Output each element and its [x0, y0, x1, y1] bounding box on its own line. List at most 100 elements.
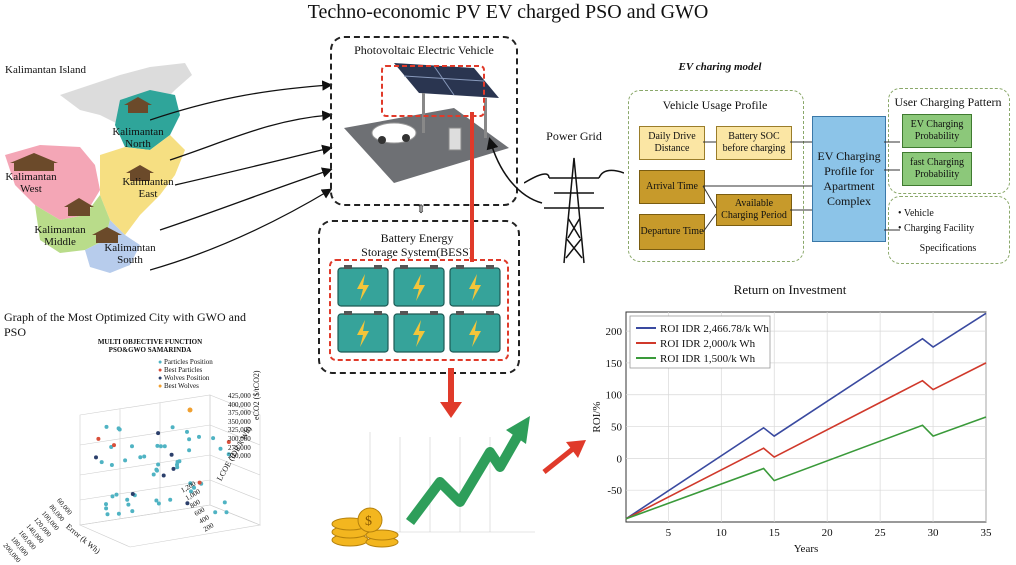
region-middle-label: Kalimantan Middle — [34, 224, 86, 248]
scatter-point — [105, 512, 110, 517]
spec-title: Specifications — [919, 243, 977, 254]
scatter-point — [154, 467, 159, 472]
roi-x-label: Years — [794, 543, 819, 555]
scatter-point — [116, 511, 121, 516]
y-tick-label: -50 — [607, 485, 622, 497]
scatter-point — [114, 492, 119, 497]
plot3d-z-label: eCO2 ($/tCO2) — [252, 370, 261, 420]
pylon-icon — [524, 157, 624, 264]
z-tick: 425,000 — [228, 392, 251, 400]
pv-ev-illustration — [344, 63, 509, 183]
z-tick: 275,000 — [228, 443, 251, 452]
z-tick: 250,000 — [228, 452, 251, 461]
scatter-point — [218, 446, 223, 451]
scatter-point — [185, 501, 190, 506]
spec-item-facility: • Charging Facility — [898, 223, 975, 234]
roi-series-line — [625, 312, 987, 520]
scatter-point — [112, 443, 116, 448]
spec-item-vehicle: • Vehicle — [898, 208, 934, 219]
scatter-point — [109, 445, 114, 449]
bess-cells — [329, 259, 509, 361]
battery-terminal — [456, 265, 464, 269]
lightning-icon — [469, 274, 481, 301]
battery-terminal — [344, 311, 352, 315]
scatter-point — [170, 425, 175, 430]
roi-title: Return on Investment — [733, 282, 847, 297]
scatter-point — [197, 480, 202, 485]
grid-to-station-arrow — [486, 137, 543, 204]
scatter-point — [94, 455, 98, 460]
z-tick: 325,000 — [228, 426, 251, 435]
scatter-point — [156, 462, 161, 467]
roi-y-label: ROI/% — [591, 401, 603, 432]
battery-terminal — [344, 265, 352, 269]
scatter-point — [168, 497, 173, 502]
scatter-point — [224, 510, 229, 515]
pv-ev-label: Photovoltaic Electric Vehicle — [354, 43, 494, 57]
battery-cell — [393, 265, 445, 307]
scatter-point — [104, 506, 109, 511]
x-tick-label: 10 — [716, 527, 728, 539]
x-tick-label: 35 — [981, 527, 993, 539]
ev-profile-box: EV Charging Profile for Apartment Comple… — [812, 116, 886, 242]
arrival-time-box: Arrival Time — [639, 170, 705, 204]
battery-terminal — [430, 311, 438, 315]
scatter-point — [187, 448, 192, 453]
scatter-point — [226, 440, 231, 444]
scatter-point — [130, 444, 134, 449]
x-tick-label: 25 — [875, 527, 887, 539]
map-to-pv-arrows — [150, 80, 333, 271]
scatter-point — [126, 502, 131, 507]
legend-best-wolves: Best Wolves — [163, 382, 199, 390]
spec-item2-text: Charging Facility — [904, 223, 975, 234]
lightning-icon — [357, 320, 369, 347]
scatter-point — [156, 501, 161, 506]
scatter-point — [104, 424, 109, 429]
to-roi-arrow — [542, 440, 586, 474]
plot3d-title-1: MULTI OBJECTIVE FUNCTION — [97, 338, 203, 346]
spec-item1-text: Vehicle — [903, 208, 934, 219]
bess-box — [318, 220, 520, 374]
battery-terminal — [400, 265, 408, 269]
main-title: Techno-economic PV EV charged PSO and GW… — [307, 1, 709, 23]
svg-text:$: $ — [365, 514, 372, 529]
scatter-point — [154, 498, 159, 503]
roi-legend-label: ROI IDR 1,500/k Wh — [660, 353, 756, 365]
roi-series-line — [625, 362, 987, 520]
pv-bess-link — [470, 112, 474, 262]
x-tick-label: 20 — [822, 527, 834, 539]
bess-down-arrow — [440, 368, 462, 418]
legend-particles: Particles Position — [163, 358, 213, 366]
scatter-point — [177, 459, 182, 464]
scatter-point — [130, 492, 135, 496]
scatter-point — [109, 463, 114, 467]
available-period-box: Available Charging Period — [716, 194, 792, 226]
roi-legend-label: ROI IDR 2,466.78/k Wh — [660, 323, 769, 335]
ev-model-connectors — [702, 141, 900, 233]
plot3d-legend-4: ● Best Wolves — [158, 382, 199, 390]
plot3d-legend-1: ● Particles Position — [158, 358, 213, 366]
x-tick-label: 30 — [928, 527, 940, 539]
battery-cell — [337, 311, 389, 353]
scatter-point — [96, 436, 101, 441]
battery-terminal — [374, 265, 382, 269]
battery-cell — [449, 265, 501, 307]
scatter-point — [222, 500, 227, 505]
plot3d-legend-3: ● Wolves Position — [158, 374, 210, 382]
plot3d-title-2: PSO&GWO SAMARINDA — [108, 346, 192, 354]
y-tick-label: 50 — [611, 422, 623, 434]
scatter-point — [104, 502, 108, 507]
scatter-point — [197, 434, 201, 439]
scatter-point-best-wolf — [187, 407, 193, 413]
legend-wolves: Wolves Position — [163, 374, 210, 382]
pv-ev-box — [330, 36, 518, 206]
battery-terminal — [486, 265, 494, 269]
scatter-point — [161, 473, 166, 478]
region-south-label: Kalimantan South — [104, 242, 156, 266]
scatter-point — [211, 436, 216, 441]
z-tick: 400,000 — [228, 400, 251, 409]
legend-best-particles: Best Particles — [163, 366, 203, 374]
z-tick: 350,000 — [228, 417, 251, 426]
scatter-point — [155, 443, 160, 448]
vehicle-usage-label: Vehicle Usage Profile — [662, 98, 768, 112]
